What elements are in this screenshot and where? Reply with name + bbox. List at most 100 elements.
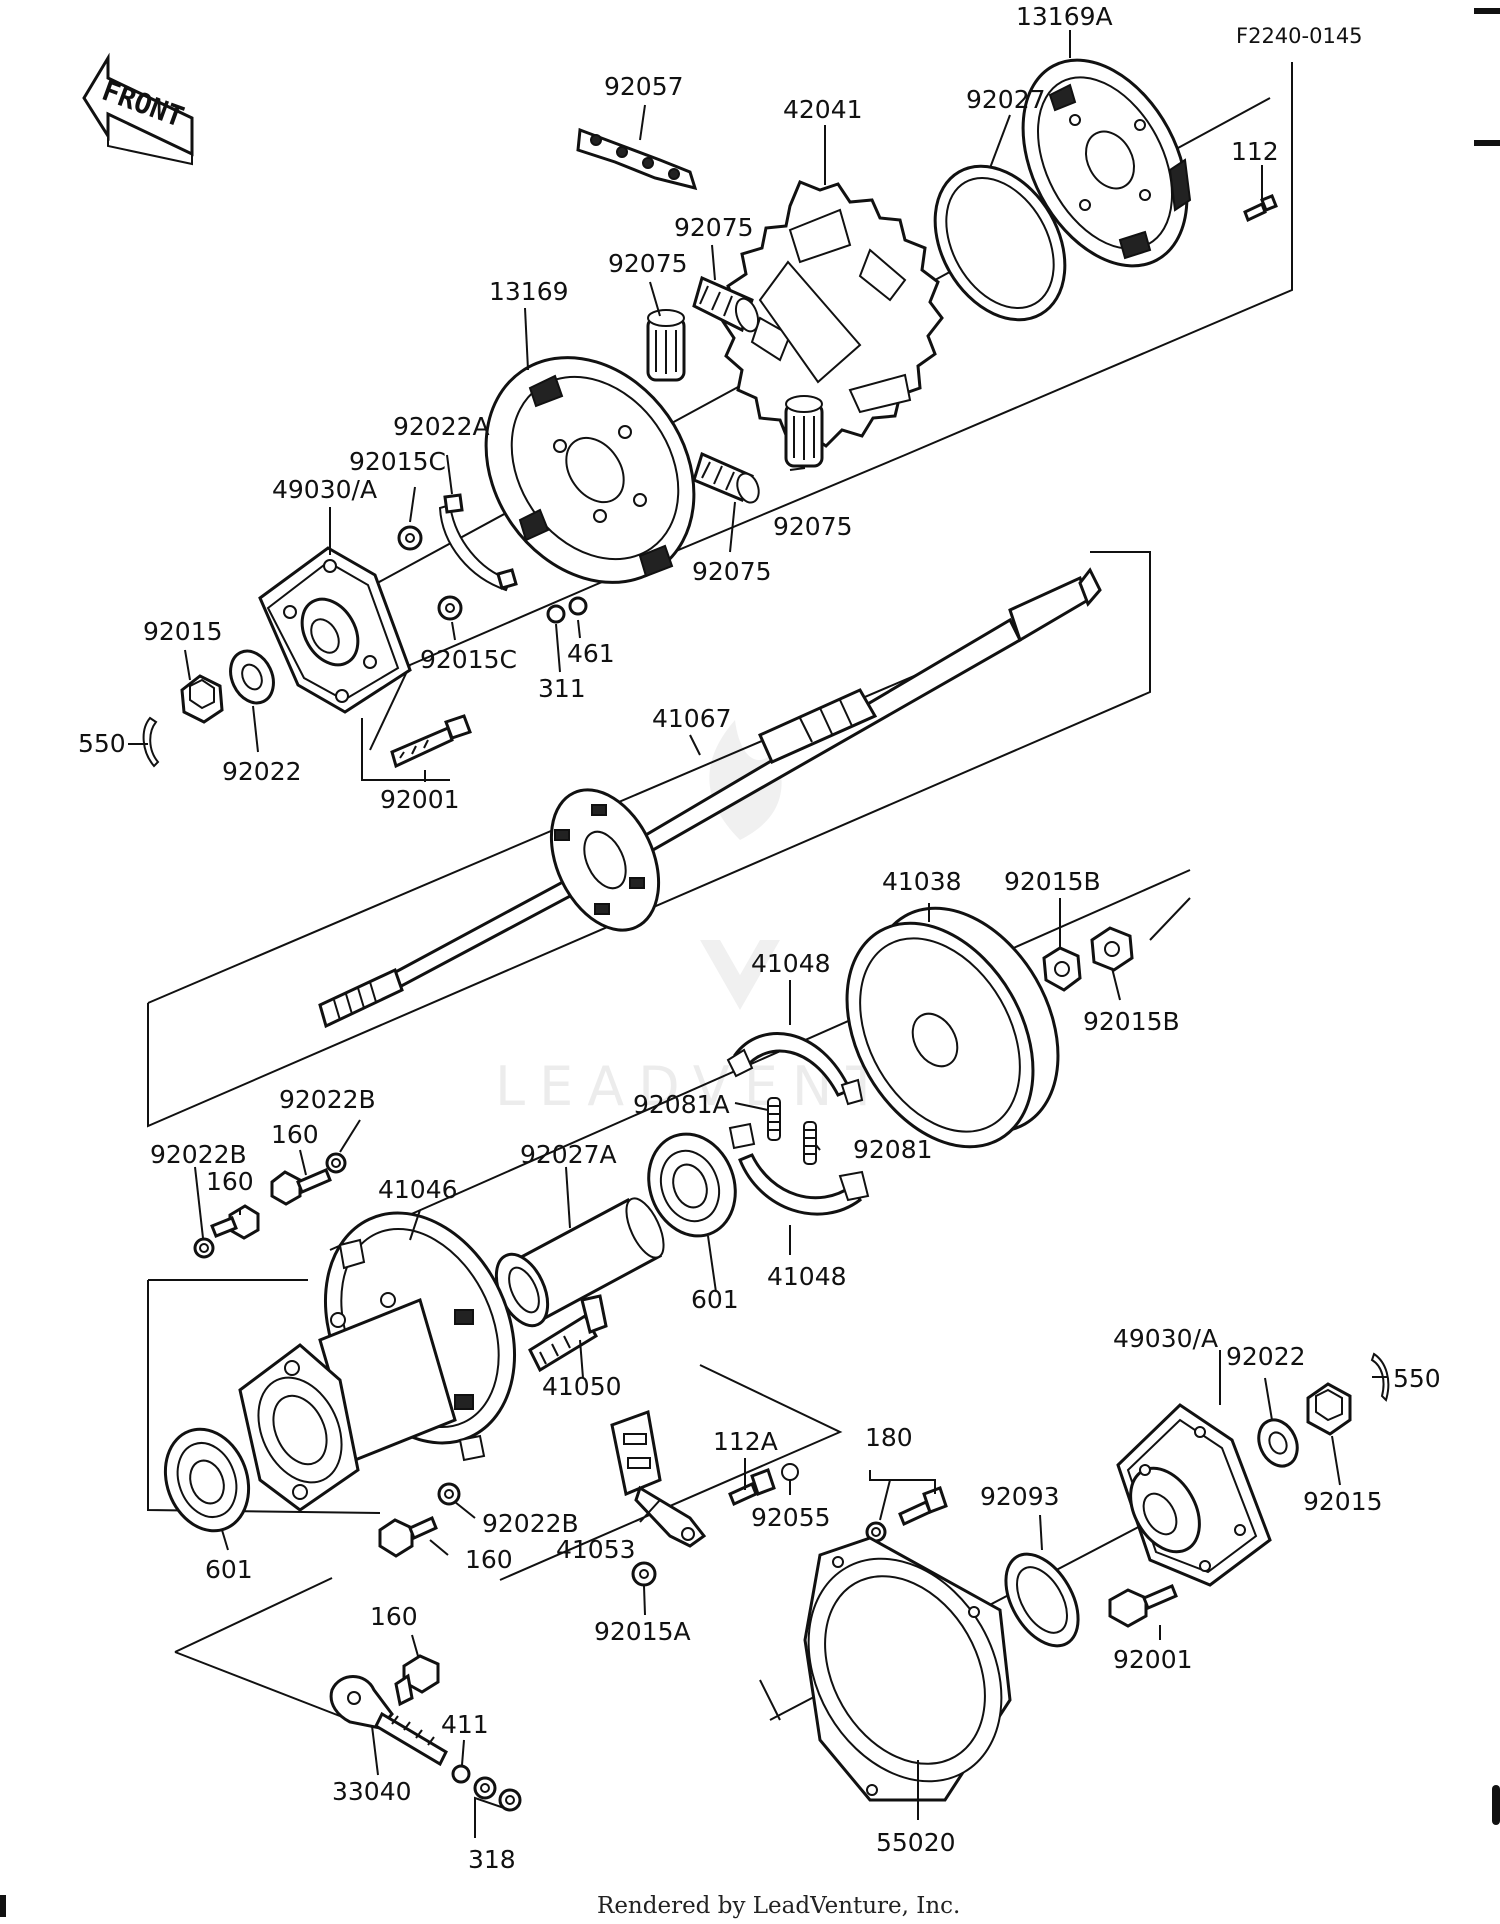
spring-92081a bbox=[767, 1097, 781, 1141]
nut-92015c bbox=[397, 525, 423, 551]
part-label: 601 bbox=[205, 1555, 253, 1584]
part-label: 92022A bbox=[393, 412, 490, 441]
washer-92022 bbox=[229, 649, 275, 705]
credit-line: Rendered by LeadVenture, Inc. bbox=[597, 1893, 960, 1919]
part-label: 41038 bbox=[882, 867, 962, 896]
part-label: 92015A bbox=[594, 1617, 691, 1646]
part-label: 92015 bbox=[143, 617, 223, 646]
castle-nut-92015-lower bbox=[1306, 1382, 1352, 1436]
damper-92075 bbox=[646, 309, 686, 382]
part-label: 92015B bbox=[1004, 867, 1101, 896]
bearing-housing-49030a bbox=[258, 546, 412, 714]
brake-shoe-41048 bbox=[728, 1122, 870, 1216]
part-label: 92055 bbox=[751, 1503, 831, 1532]
clip-92055 bbox=[781, 1463, 799, 1481]
part-label: 92015 bbox=[1303, 1487, 1383, 1516]
adjuster-plate-33040 bbox=[329, 1675, 448, 1767]
part-label: 92075 bbox=[773, 512, 853, 541]
part-label: 550 bbox=[1393, 1364, 1441, 1393]
front-arrow-icon: FRONT bbox=[82, 52, 194, 166]
part-label: 49030/A bbox=[1113, 1324, 1218, 1353]
part-label: 160 bbox=[370, 1602, 418, 1631]
part-label: 92081 bbox=[853, 1135, 933, 1164]
damper-92075 bbox=[692, 451, 760, 504]
hub-13169 bbox=[484, 356, 696, 584]
part-label: 41053 bbox=[556, 1535, 636, 1564]
part-label: 92027A bbox=[520, 1140, 617, 1169]
part-label: 92001 bbox=[1113, 1645, 1193, 1674]
collar-92027a bbox=[494, 1197, 665, 1328]
chain-92057 bbox=[576, 127, 698, 191]
bolt-112a bbox=[728, 1468, 776, 1507]
page-edge-mark bbox=[0, 1895, 6, 1917]
part-label: 92001 bbox=[380, 785, 460, 814]
brake-panel-55020 bbox=[803, 1536, 1012, 1802]
seal-92093 bbox=[1004, 1552, 1080, 1648]
part-label: 160 bbox=[271, 1120, 319, 1149]
part-label: 180 bbox=[865, 1423, 913, 1452]
brake-drum-41038 bbox=[845, 906, 1060, 1149]
part-label: 92022B bbox=[279, 1085, 376, 1114]
bolt-160-adjuster bbox=[394, 1654, 440, 1707]
part-label: 41067 bbox=[652, 704, 732, 733]
part-label: 311 bbox=[538, 674, 586, 703]
washer-92022-lower bbox=[1257, 1418, 1299, 1468]
part-label: 41048 bbox=[751, 949, 831, 978]
nut-318 bbox=[473, 1776, 497, 1800]
nut-92015b bbox=[1042, 946, 1082, 992]
part-label: 112 bbox=[1231, 137, 1279, 166]
part-label: 42041 bbox=[783, 95, 863, 124]
brake-shoe-41048 bbox=[726, 1032, 864, 1106]
part-label: 92022 bbox=[1226, 1342, 1306, 1371]
page-edge-mark bbox=[1474, 8, 1500, 14]
sprocket-42041 bbox=[720, 180, 944, 448]
part-label: 411 bbox=[441, 1710, 489, 1739]
bearing-601 bbox=[647, 1132, 737, 1238]
part-label: 92022B bbox=[150, 1140, 247, 1169]
hub-13169a bbox=[1021, 58, 1192, 268]
part-label: 92075 bbox=[692, 557, 772, 586]
part-labels: F2240-0145 92057 13169A 42041 92027 112 … bbox=[78, 2, 1441, 1874]
axle-41067 bbox=[318, 567, 1102, 1029]
bolt-112 bbox=[1243, 194, 1278, 223]
part-label: 112A bbox=[713, 1427, 778, 1456]
part-label: 92075 bbox=[608, 249, 688, 278]
part-label: 92081A bbox=[633, 1090, 730, 1119]
nut-92015a bbox=[631, 1561, 657, 1587]
leader-lines bbox=[128, 30, 1388, 1838]
part-label: 13169 bbox=[489, 277, 569, 306]
page-edge-mark bbox=[1474, 140, 1500, 146]
brake-cam-41050 bbox=[528, 1294, 608, 1373]
damper-92075 bbox=[784, 395, 824, 468]
part-label: 92015C bbox=[349, 447, 446, 476]
castle-nut-92015 bbox=[180, 674, 224, 724]
bearing-601 bbox=[163, 1427, 251, 1533]
bolt-92001-lower bbox=[1108, 1584, 1178, 1628]
part-label: 41046 bbox=[378, 1175, 458, 1204]
spring-92081 bbox=[803, 1121, 817, 1165]
washer-311 bbox=[546, 604, 566, 624]
part-label: 92093 bbox=[980, 1482, 1060, 1511]
part-label: 160 bbox=[206, 1167, 254, 1196]
part-label: 92015B bbox=[1083, 1007, 1180, 1036]
page-edge-mark bbox=[1492, 1785, 1500, 1825]
part-label: 41050 bbox=[542, 1372, 622, 1401]
washer-92022b bbox=[193, 1237, 215, 1259]
washer-461 bbox=[568, 596, 588, 616]
washer-411 bbox=[451, 1764, 471, 1784]
bolt-180 bbox=[898, 1486, 948, 1527]
part-label: 601 bbox=[691, 1285, 739, 1314]
part-label: 160 bbox=[465, 1545, 513, 1574]
bolt-160 bbox=[210, 1204, 260, 1240]
part-label: 318 bbox=[468, 1845, 516, 1874]
part-label: 33040 bbox=[332, 1777, 412, 1806]
bolt-160 bbox=[378, 1515, 438, 1558]
part-label: 92075 bbox=[674, 213, 754, 242]
bolt-160 bbox=[270, 1168, 332, 1206]
o-ring-92027 bbox=[933, 164, 1067, 322]
part-label: 92057 bbox=[604, 72, 684, 101]
part-label: 41048 bbox=[767, 1262, 847, 1291]
bolt-92001 bbox=[390, 714, 472, 769]
diagram-code: F2240-0145 bbox=[1236, 24, 1363, 48]
